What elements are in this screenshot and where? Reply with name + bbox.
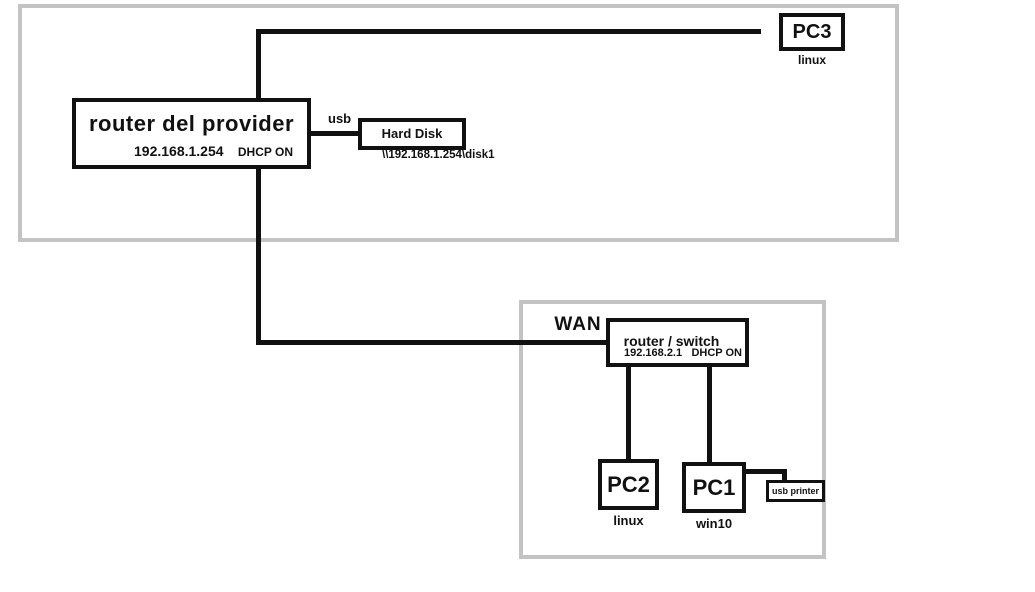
link-pc1-to-printer-vertical [782,469,787,483]
link-router-bottom-vertical [256,166,261,345]
pc2-node: PC2 [598,459,659,510]
wan-router-title: router / switch [623,333,720,349]
pc3-node: PC3 [779,13,845,51]
link-pc1-to-printer-horizontal [744,469,787,474]
link-router-to-hard-disk [308,131,360,136]
link-to-wan-router-horizontal [256,340,608,345]
link-wan-router-to-pc1 [707,364,712,464]
link-router-top-vertical [256,29,261,100]
lan-zone-outline [18,4,899,242]
wan-router-ip: 192.168.2.1 [624,347,683,359]
provider-router-node: router del provider 192.168.1.254 DHCP O… [72,98,311,169]
pc2-os-label: linux [613,513,644,528]
hard-disk-node: Hard Disk [358,118,466,150]
wan-zone-label: WAN [554,314,602,335]
wan-router-info-row: 192.168.2.1 DHCP ON [624,347,742,359]
provider-router-info-row: 192.168.1.254 DHCP ON [134,143,293,159]
provider-router-ip: 192.168.1.254 [134,143,224,159]
usb-printer-node: usb printer [766,480,825,502]
usb-link-label: usb [328,111,352,126]
link-router-to-pc3-horizontal [256,29,761,34]
hard-disk-share-path: \\192.168.1.254\disk1 [382,149,495,161]
provider-router-title: router del provider [88,111,295,136]
pc1-os-label: win10 [695,516,733,531]
wan-router-dhcp-status: DHCP ON [691,347,742,359]
wan-router-switch-node: router / switch 192.168.2.1 DHCP ON [606,318,749,367]
provider-router-dhcp-status: DHCP ON [237,145,293,159]
pc1-node: PC1 [682,462,746,513]
pc3-os-label: linux [797,53,826,67]
link-wan-router-to-pc2 [626,364,631,461]
wan-zone-outline [519,300,826,559]
